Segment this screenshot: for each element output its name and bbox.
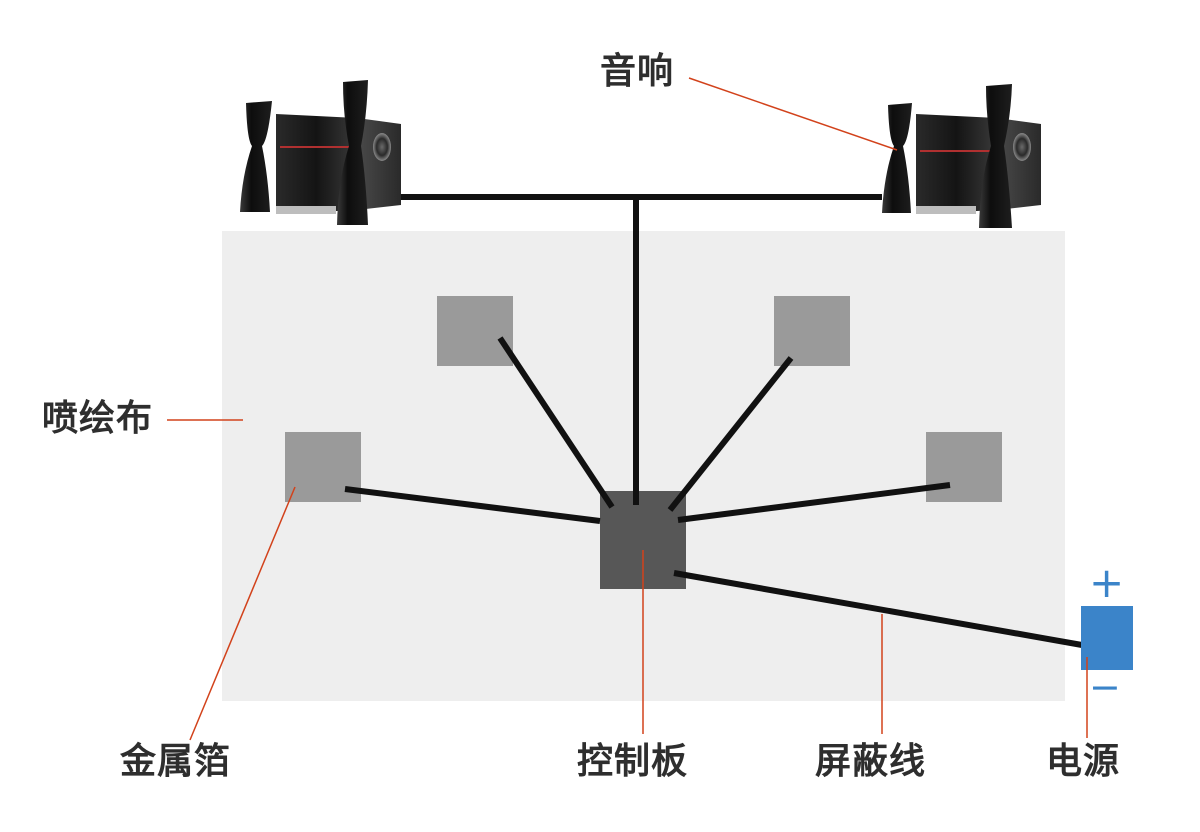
label-power: 电源 <box>1046 741 1121 782</box>
leader-foil <box>189 486 296 741</box>
label-foil: 金属箔 <box>120 741 232 782</box>
satellite-speaker-right-a <box>882 103 912 213</box>
satellite-speaker-left-b <box>337 80 368 225</box>
wire-to-left-pad <box>344 486 601 524</box>
label-board: 控制板 <box>577 741 689 782</box>
label-canvas: 喷绘布 <box>42 398 154 439</box>
battery <box>1081 606 1133 670</box>
leader-lines <box>167 77 1088 741</box>
wire-to-power <box>673 570 1083 648</box>
foil-pad-top-left <box>437 296 513 366</box>
wire-to-right-pad <box>677 482 951 523</box>
battery-minus-sign: − <box>1089 665 1121 709</box>
woofer-left <box>373 133 391 161</box>
battery-plus-sign: + <box>1089 558 1125 607</box>
foil-pad-top-right <box>774 296 850 366</box>
satellite-speaker-right-b <box>979 84 1012 228</box>
wire-to-top-right-pad <box>667 356 794 512</box>
speaker-set-right <box>882 84 1041 228</box>
satellite-speaker-left-a <box>240 101 272 212</box>
subwoofer-right-front <box>916 114 997 214</box>
subwoofer-left-front <box>276 114 357 214</box>
label-shield: 屏蔽线 <box>815 741 927 782</box>
foil-pad-right <box>926 432 1002 502</box>
leader-speaker <box>688 77 898 151</box>
woofer-right <box>1013 133 1031 161</box>
label-speaker: 音响 <box>600 51 675 92</box>
speaker-set-left <box>240 80 401 225</box>
wire-to-top-left-pad <box>497 336 615 509</box>
wires <box>344 194 1083 648</box>
